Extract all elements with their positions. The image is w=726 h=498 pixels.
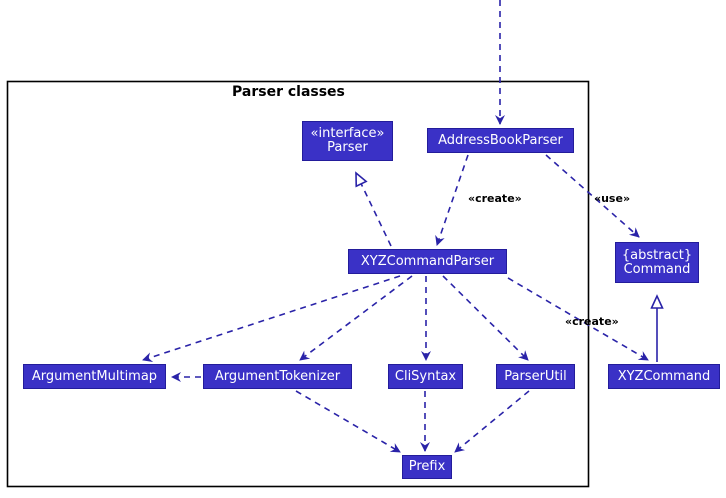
edge-xyzcommandparser-to-argumenttokenizer bbox=[299, 275, 413, 361]
class-node-xyzcommandparser[interactable]: XYZCommandParser bbox=[348, 249, 507, 274]
class-node-command-name: Command bbox=[623, 261, 691, 277]
class-node-addressbookparser[interactable]: AddressBookParser bbox=[427, 128, 574, 153]
class-node-parserutil[interactable]: ParserUtil bbox=[496, 364, 575, 389]
edge-addressbookparser-creates-xyzcommandparser bbox=[435, 154, 469, 246]
class-node-clisyntax-name: CliSyntax bbox=[394, 368, 457, 384]
class-node-parser-name: Parser bbox=[327, 140, 368, 155]
class-node-prefix[interactable]: Prefix bbox=[402, 455, 452, 479]
edge-label-create-xyzcommandparser-xyzcommand: «create» bbox=[565, 315, 619, 328]
class-node-parser-stereotype: «interface» bbox=[310, 126, 385, 141]
edge-label-create-addressbookparser-xyzcommandparser: «create» bbox=[468, 192, 522, 205]
class-node-command[interactable]: {abstract} Command bbox=[615, 242, 699, 283]
frame-title: Parser classes bbox=[232, 84, 345, 100]
class-node-argumentmultimap[interactable]: ArgumentMultimap bbox=[23, 364, 166, 389]
edge-argumenttokenizer-to-prefix bbox=[295, 390, 401, 453]
class-node-argumenttokenizer[interactable]: ArgumentTokenizer bbox=[203, 364, 352, 389]
edge-xyzcommandparser-to-parserutil bbox=[442, 275, 529, 361]
class-node-argumentmultimap-name: ArgumentMultimap bbox=[31, 368, 158, 384]
edge-label-use-addressbookparser-command: «use» bbox=[594, 192, 631, 205]
class-node-parserutil-name: ParserUtil bbox=[504, 368, 567, 384]
class-node-prefix-name: Prefix bbox=[408, 459, 446, 474]
class-node-addressbookparser-name: AddressBookParser bbox=[438, 132, 563, 148]
class-node-xyzcommand-name: XYZCommand bbox=[617, 368, 711, 384]
edge-parserutil-to-prefix bbox=[454, 390, 530, 453]
edge-xyzcommandparser-to-argumentmultimap bbox=[142, 275, 401, 362]
class-node-command-stereotype: {abstract} bbox=[621, 247, 693, 263]
class-node-argumenttokenizer-name: ArgumentTokenizer bbox=[214, 368, 341, 384]
edge-xyzcommandparser-realizes-parser bbox=[356, 173, 392, 247]
class-node-xyzcommandparser-name: XYZCommandParser bbox=[360, 253, 495, 269]
class-node-clisyntax[interactable]: CliSyntax bbox=[388, 364, 463, 389]
class-node-parser[interactable]: «interface» Parser bbox=[302, 121, 393, 161]
class-node-xyzcommand[interactable]: XYZCommand bbox=[608, 364, 720, 389]
